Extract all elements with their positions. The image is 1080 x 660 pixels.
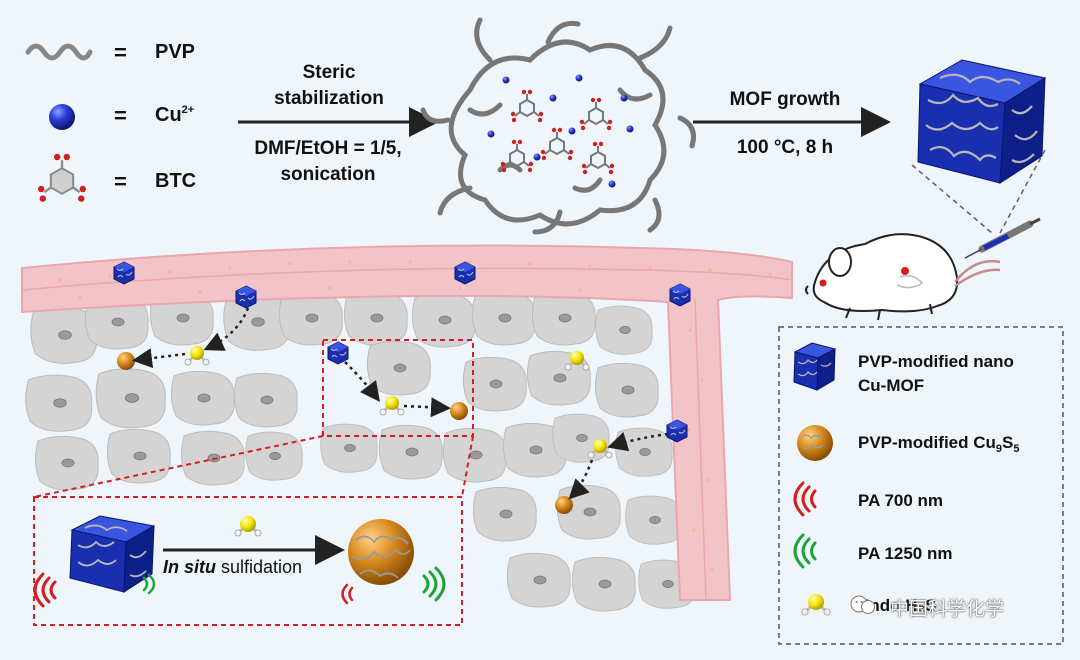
key-pvp-icon xyxy=(25,43,93,61)
key-cu-icon xyxy=(49,104,75,130)
inset-green-signal-left xyxy=(142,573,156,595)
legend-cu9s5-icon xyxy=(797,425,833,461)
inset-red-signal-right xyxy=(341,583,354,605)
sulfidation-label: In situ sulfidation xyxy=(163,557,302,578)
legend-h2s-icon xyxy=(801,594,831,616)
inset-mof-cube xyxy=(69,515,156,593)
zoom-region-box xyxy=(322,339,474,437)
watermark-text: 中国科学化学 xyxy=(890,598,1005,620)
key-btc-icon xyxy=(38,153,86,202)
legend-item2-sub2: 5 xyxy=(1013,443,1020,455)
key-cu-label: Cu2+ xyxy=(155,104,194,127)
mouse-illustration xyxy=(805,233,1001,321)
zoom-connector-left xyxy=(33,435,324,498)
cu9s5-particles xyxy=(117,352,573,514)
sulfidation-rest: sulfidation xyxy=(216,557,303,577)
sulfidation-italic: In situ xyxy=(163,557,216,577)
key-equals-btc: = xyxy=(114,169,127,194)
legend-item3: PA 700 nm xyxy=(858,491,944,510)
conversion-arrows xyxy=(132,307,669,500)
micelle-cu-ions xyxy=(487,74,634,188)
key-equals-cu: = xyxy=(114,103,127,128)
watermark-logo-icon xyxy=(850,594,876,616)
blood-vessel xyxy=(21,244,793,601)
step1-label-line1: Steric xyxy=(302,62,356,83)
key-btc-label: BTC xyxy=(155,170,197,192)
step1-condition-line1: DMF/EtOH = 1/5, xyxy=(254,138,402,159)
legend-item2-mid: S xyxy=(1002,433,1014,452)
micelle-btc-molecules xyxy=(499,88,616,176)
step1-condition-line2: sonication xyxy=(280,164,376,185)
mof-cube-large xyxy=(917,59,1047,184)
inset-h2s-icon xyxy=(234,516,262,537)
step2-condition: 100 °C, 8 h xyxy=(736,137,834,158)
legend-item2-text: PVP-modified Cu xyxy=(858,433,996,452)
key-equals-pvp: = xyxy=(114,40,127,65)
key-cu-text: Cu xyxy=(155,104,182,126)
inset-green-signal-right xyxy=(422,566,446,602)
syringe-icon xyxy=(964,217,1041,259)
step2-label: MOF growth xyxy=(729,89,841,110)
inset-red-signal-left xyxy=(33,572,57,608)
legend-mof-icon xyxy=(793,342,837,391)
legend-item1-line1: PVP-modified nano xyxy=(858,352,1014,371)
legend-item2: PVP-modified Cu9S5 xyxy=(858,431,1020,461)
zoom-connector-right xyxy=(461,435,474,498)
key-cu-charge: 2+ xyxy=(181,104,195,116)
legend-item5: Endo H₂S xyxy=(858,596,937,615)
legend-item4: PA 1250 nm xyxy=(858,544,953,563)
pvp-micelle xyxy=(420,17,696,235)
key-pvp-label: PVP xyxy=(155,41,196,63)
legend-pa1250-icon xyxy=(793,533,817,569)
step1-label-line2: stabilization xyxy=(274,88,384,109)
legend-pa700-icon xyxy=(793,481,817,517)
legend-item1-line2: Cu-MOF xyxy=(858,376,925,395)
zoom-line-right xyxy=(999,149,1046,234)
inset-cu9s5-sphere xyxy=(348,519,414,585)
legend-item2-sub1: 9 xyxy=(995,443,1003,455)
